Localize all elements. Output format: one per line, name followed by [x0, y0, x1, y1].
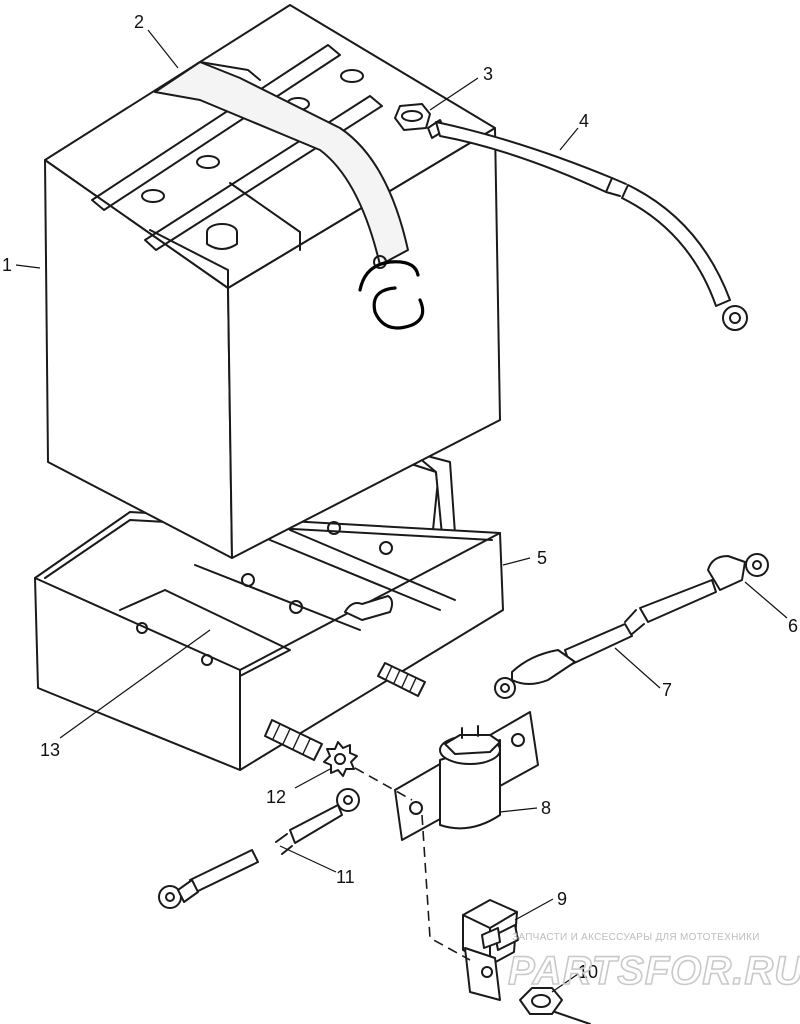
hold-down-strap — [154, 61, 425, 330]
callout-6: 6 — [788, 616, 798, 636]
callout-12: 12 — [266, 787, 286, 807]
bolt-stud — [264, 719, 323, 761]
watermark-tagline: ЗАПЧАСТИ И АКСЕССУАРЫ ДЛЯ МОТОТЕХНИКИ — [512, 932, 760, 943]
starter-solenoid — [394, 711, 539, 841]
callout-9: 9 — [557, 889, 567, 909]
assembly-guide-lines — [354, 767, 471, 961]
watermark-brand: PARTSFOR.RU — [508, 949, 800, 993]
ground-cable — [494, 553, 769, 699]
terminal-bolt — [394, 103, 431, 131]
leader-lines — [15, 29, 788, 993]
callout-2: 2 — [134, 12, 144, 32]
star-lock-washer — [323, 741, 358, 777]
battery — [44, 4, 501, 559]
callout-3: 3 — [483, 64, 493, 84]
callout-7: 7 — [662, 680, 672, 700]
callout-10: 10 — [578, 962, 598, 982]
watermark: ЗАПЧАСТИ И АКСЕССУАРЫ ДЛЯ МОТОТЕХНИКИ PA… — [507, 932, 800, 994]
battery-tray — [34, 451, 504, 771]
callout-1: 1 — [2, 255, 12, 275]
ground-strap — [158, 788, 360, 909]
callout-11: 11 — [336, 867, 355, 887]
callout-4: 4 — [579, 111, 589, 131]
circuit-breaker — [462, 899, 519, 1001]
hex-nut — [519, 987, 591, 1024]
callout-labels: 1 2 3 4 5 6 7 8 9 10 11 12 13 — [2, 12, 798, 982]
battery-terminal-cap — [141, 69, 364, 250]
tray-stud — [377, 662, 426, 697]
callout-8: 8 — [541, 798, 551, 818]
callout-5: 5 — [537, 548, 547, 568]
positive-cable — [427, 119, 748, 331]
callout-13: 13 — [40, 740, 60, 760]
